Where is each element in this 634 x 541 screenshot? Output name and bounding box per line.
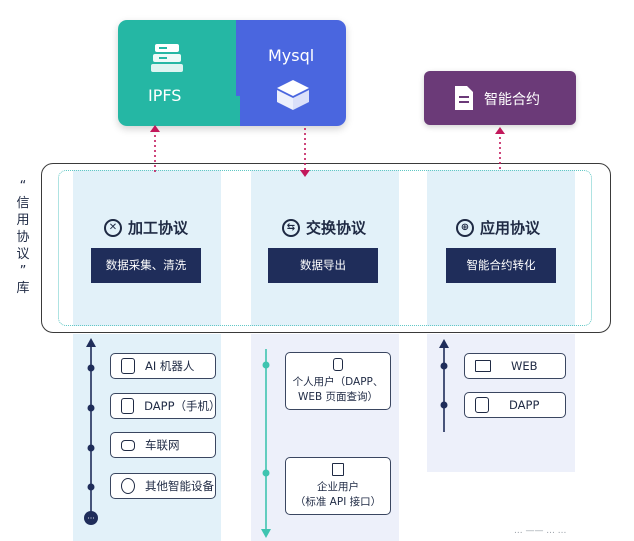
watermark: ... —— ... ...: [514, 526, 567, 536]
source-ai-robot: AI 机器人: [110, 353, 216, 379]
storage-box: IPFS Mysql: [118, 20, 346, 126]
exchange-protocol-title: ⇆ 交换协议: [282, 217, 366, 238]
exchange-icon: ⇆: [282, 218, 300, 237]
application-icon: ⊕: [456, 218, 474, 237]
source-smart-devices: 其他智能设备: [110, 473, 216, 499]
exchange-title-text: 交换协议: [306, 219, 367, 237]
library-label-char: “: [19, 179, 27, 194]
library-label-char: ”: [19, 264, 27, 279]
processing-protocol-title: ✕ 加工协议: [104, 217, 188, 238]
library-label-char: 信: [16, 196, 30, 211]
enterprise-user-line1: 企业用户: [317, 481, 359, 493]
application-title-text: 应用协议: [480, 219, 541, 237]
personal-user-card: 个人用户（DAPP、 WEB 页面查询）: [285, 352, 391, 410]
contract-arrow: [495, 127, 505, 170]
application-flow-arrow: [439, 339, 449, 432]
document-icon: [455, 86, 473, 110]
cube-icon: [277, 80, 309, 110]
processing-icon: ✕: [104, 218, 122, 237]
source-dapp-phone: DAPP（手机）: [110, 393, 221, 419]
processing-title-text: 加工协议: [128, 219, 189, 237]
personal-user-line2: WEB 页面查询）: [297, 391, 379, 403]
application-action-box: 智能合约转化: [446, 248, 556, 283]
phone-icon: [121, 398, 135, 414]
library-label-char: 库: [16, 281, 30, 296]
car-icon: [121, 439, 135, 451]
smart-contract-box: 智能合约: [424, 71, 576, 125]
source-connected-car: 车联网: [110, 432, 216, 458]
robot-icon: [121, 358, 135, 374]
monitor-icon: [475, 360, 491, 372]
svg-text:···: ···: [87, 514, 95, 523]
source-flow-arrow: ···: [84, 338, 98, 525]
ipfs-panel: [118, 20, 236, 126]
enterprise-user-line2: （标准 API 接口）: [294, 496, 382, 508]
building-icon: [332, 463, 344, 476]
source-label: 其他智能设备: [145, 479, 214, 493]
application-protocol-title: ⊕ 应用协议: [456, 217, 540, 238]
phone-icon: [333, 358, 343, 371]
personal-user-line1: 个人用户（DAPP、: [292, 376, 384, 388]
mysql-label: Mysql: [268, 46, 315, 65]
library-label-char: 用: [16, 213, 30, 228]
export-flow-arrow: [261, 349, 271, 538]
library-label: “ 信 用 协 议 ” 库: [15, 178, 31, 297]
ipfs-label: IPFS: [148, 86, 182, 105]
storage-arrows: [150, 125, 310, 177]
exchange-action-box: 数据导出: [268, 248, 378, 283]
source-label: 车联网: [145, 438, 180, 452]
processing-action-box: 数据采集、清洗: [91, 248, 201, 283]
target-label: WEB: [511, 359, 538, 373]
phone-icon: [475, 397, 489, 413]
smart-contract-label: 智能合约: [484, 92, 540, 108]
enterprise-user-card: 企业用户 （标准 API 接口）: [285, 457, 391, 515]
target-label: DAPP: [509, 398, 540, 412]
library-dotted-border: [58, 170, 592, 326]
smart-device-icon: [121, 478, 135, 494]
library-label-char: 议: [16, 247, 30, 262]
target-web: WEB: [464, 353, 566, 379]
source-label: AI 机器人: [145, 359, 195, 373]
source-label: DAPP（手机）: [144, 399, 221, 413]
storage-corner: [220, 96, 240, 126]
library-label-char: 协: [16, 230, 30, 245]
database-stack-icon: [151, 44, 183, 72]
target-dapp: DAPP: [464, 392, 566, 418]
